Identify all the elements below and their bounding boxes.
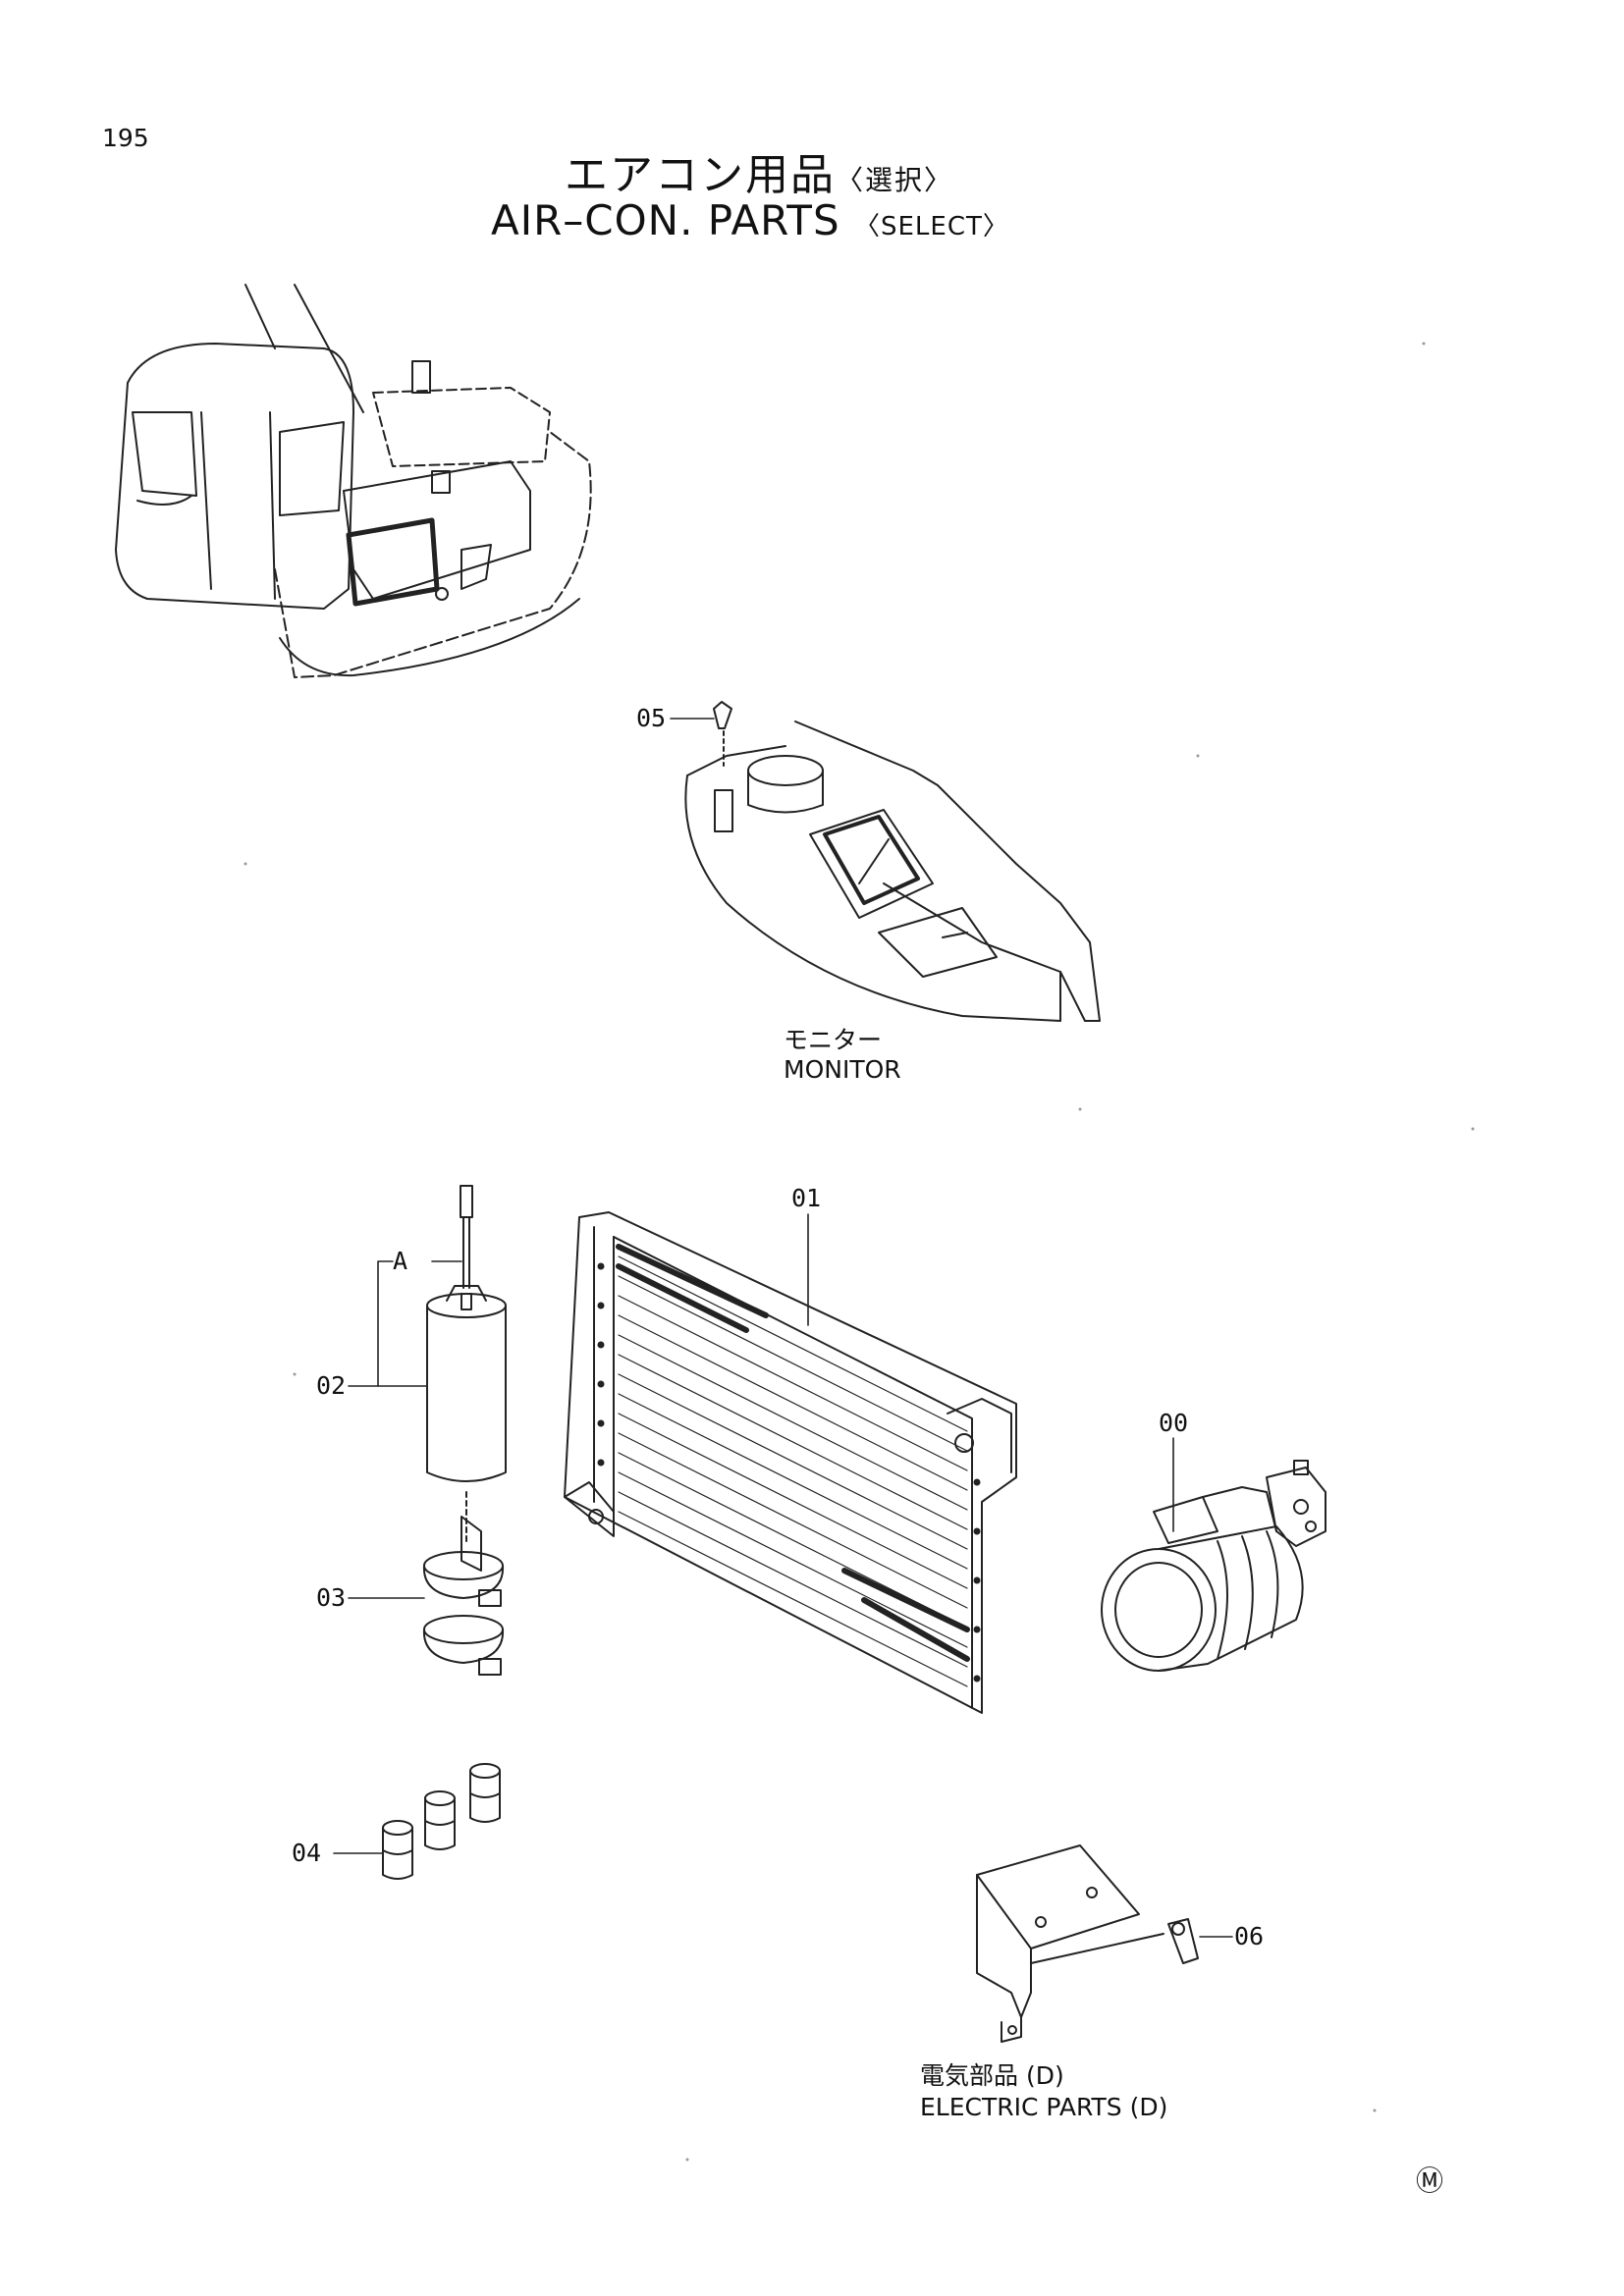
caption-monitor-jp: モニター — [784, 1026, 883, 1054]
callout-04: 04 — [292, 1839, 322, 1867]
condenser — [565, 1212, 1016, 1713]
callout-06: 06 — [1234, 1922, 1265, 1950]
receiver-drier — [427, 1186, 506, 1541]
caption-electric-jp: 電気部品 (D) — [920, 2061, 1064, 2090]
page-title-english: AIR–CON. PARTS 〈SELECT〉 — [491, 196, 1009, 244]
callout-05: 05 — [636, 704, 667, 732]
callout-02: 02 — [316, 1371, 347, 1400]
callout-detail-a: A — [393, 1247, 408, 1275]
callout-01: 01 — [791, 1184, 822, 1212]
caption-electric-en: ELECTRIC PARTS (D) — [920, 2093, 1168, 2121]
electric-parts-bracket — [977, 1845, 1198, 2042]
title-en-sub: 〈SELECT〉 — [853, 212, 1009, 241]
clamp — [424, 1517, 503, 1675]
callout-03: 03 — [316, 1583, 347, 1612]
page-title-japanese: エアコン用品〈選択〉 — [565, 139, 953, 202]
compressor — [1102, 1461, 1326, 1671]
title-jp-main: エアコン用品 — [565, 150, 836, 200]
monitor-cover — [685, 702, 1100, 1021]
excavator-cab-overview — [116, 285, 591, 677]
desiccant-pellets — [383, 1764, 500, 1879]
title-en-main: AIR–CON. PARTS — [491, 196, 840, 244]
leader-lines — [334, 719, 1232, 1937]
callout-00: 00 — [1159, 1409, 1189, 1437]
scan-specks — [244, 342, 1475, 2162]
m-mark: Ⓜ — [1416, 2164, 1444, 2197]
title-jp-sub: 〈選択〉 — [836, 164, 954, 196]
caption-monitor-en: MONITOR — [784, 1055, 901, 1084]
page-number: 195 — [102, 124, 149, 152]
